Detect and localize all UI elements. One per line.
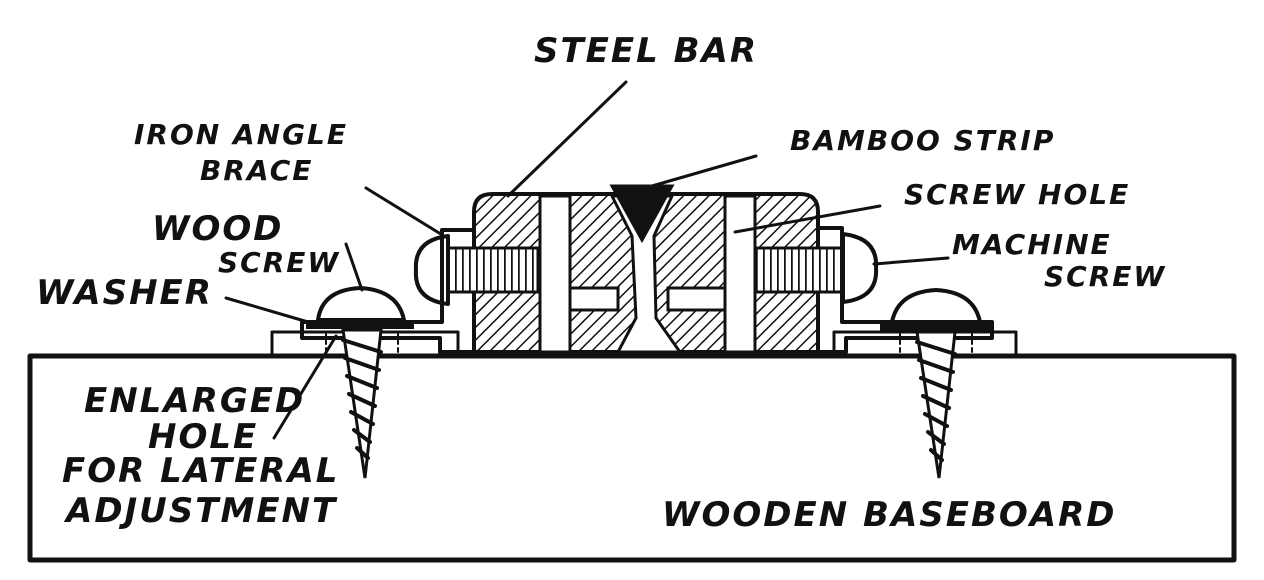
label-enlarged-hole-line1: ENLARGED: [84, 381, 305, 421]
label-machine-screw-line1: MACHINE: [952, 228, 1112, 261]
label-iron-angle-brace-line1: IRON ANGLE: [134, 118, 348, 151]
right-machine-screw-head: [841, 232, 879, 304]
label-iron-angle-brace-line2: BRACE: [200, 154, 313, 187]
label-washer: WASHER: [36, 273, 213, 313]
left-wood-screw-shank: [341, 328, 383, 479]
leader-lines: [224, 80, 950, 440]
label-steel-bar: STEEL BAR: [534, 31, 758, 71]
right-machine-screw-thread: [753, 246, 845, 294]
label-bamboo-strip: BAMBOO STRIP: [790, 124, 1055, 157]
right-wood-screw-shank: [915, 330, 957, 479]
label-screw-hole: SCREW HOLE: [904, 178, 1130, 211]
left-wood-screw-head: [316, 286, 406, 322]
left-machine-screw-thread: [446, 246, 540, 294]
label-enlarged-hole-line3: FOR LATERAL: [62, 451, 339, 491]
right-washer: [880, 322, 990, 331]
left-washer: [306, 320, 414, 329]
label-wood-screw-line2: SCREW: [218, 246, 340, 279]
bamboo-strip: [609, 184, 675, 244]
left-machine-screw-head: [413, 234, 450, 306]
label-machine-screw-line2: SCREW: [1044, 260, 1166, 293]
right-wood-screw-head: [890, 288, 982, 324]
enlarged-hole-outline: [325, 331, 973, 357]
label-enlarged-hole-line2: HOLE: [148, 417, 258, 457]
label-wood-screw-line1: WOOD: [152, 209, 284, 249]
label-wooden-baseboard: WOODEN BASEBOARD: [662, 495, 1117, 535]
screw-hole-channels: [538, 194, 757, 354]
wooden-baseboard: [27, 353, 1237, 563]
label-enlarged-hole-line4: ADJUSTMENT: [63, 491, 338, 531]
